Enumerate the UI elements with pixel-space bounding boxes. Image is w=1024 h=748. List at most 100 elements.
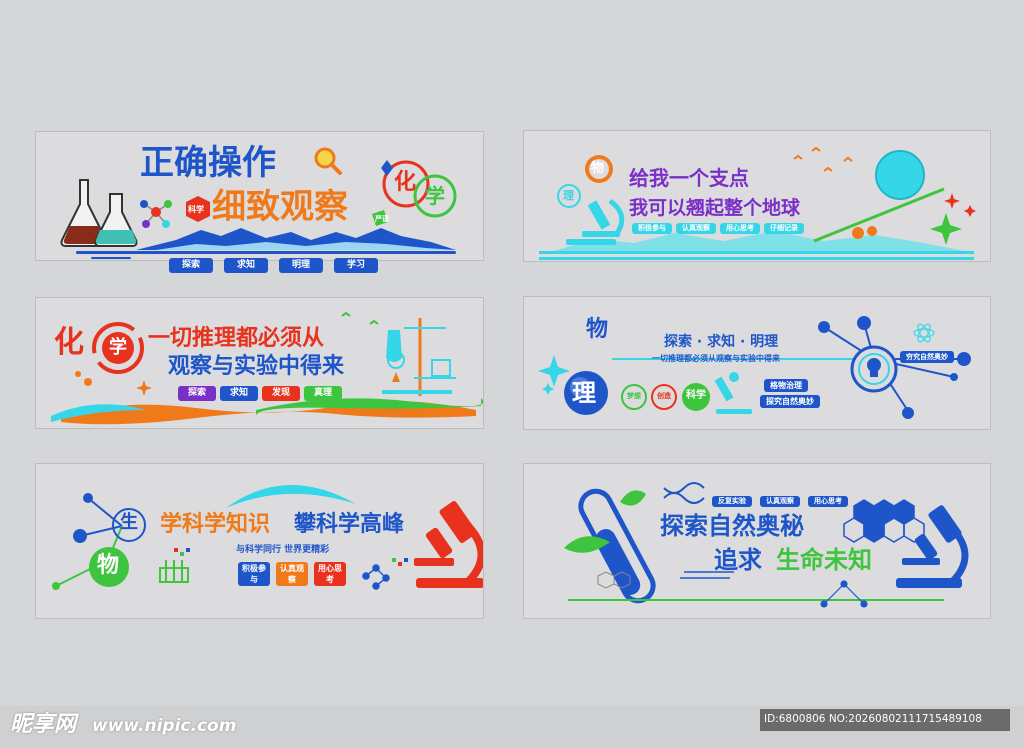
panel6-line1: 探索自然奥秘 [660,512,804,540]
mountain-light-shape [156,242,456,250]
microscope-icon [414,501,483,588]
panel-chemistry-reasoning: 化 学 一切推理都必须从 观察与实验中得来 探索 求知 发现 真理 [35,297,484,429]
panel-chemistry-careful-operation: 正确操作 细致观察 化 学 科学 严谨 [35,131,484,261]
circle-hua [382,160,430,208]
panel1-graphics [60,147,457,259]
panel5-box-3: 用心思考 [314,562,346,586]
footer-id-box [760,709,1010,731]
panel4-li-text: 理 [572,379,596,407]
panel5-box-2: 认真观察 [276,562,308,586]
panel1-pill-xuexi: 学习 [334,258,378,273]
gear-icon [852,227,864,239]
panel5-sheng-text: 生 [120,512,138,533]
panel-physics-lever: 物 理 给我一个支点 我可以翘起整个地球 积极参与 认真观察 用心思考 仔细记录 [523,130,991,262]
microscope-icon [714,372,752,414]
panel4-graphics [538,316,971,419]
lab-stand-icon [382,318,456,396]
bird-icon [823,166,833,172]
panel5-line1a: 学科学知识 [160,512,271,537]
arc-shape [226,484,356,508]
hexagon-outline [597,571,615,589]
panel-physics-explore: 物 理 探索 · 求知 · 明理 一切推理都必须从观察与实验中得来 梦想 创造 … [523,296,991,430]
atom-icon [913,323,935,343]
microscope-icon [896,505,969,588]
sparkle-icon [944,193,960,209]
earth-circle [875,150,925,200]
panel2-li-text: 理 [563,189,574,202]
panel-biology-knowledge: 生 物 学科学知识 攀科学高峰 与科学同行 世界更精彩 积极参与 认真观察 用心… [35,463,484,619]
panel3-xue-text: 学 [109,337,127,358]
bird-icon [793,154,803,160]
node-dot [52,582,60,590]
panel3-pill-3: 发现 [262,386,300,401]
magnifier-icon [314,147,342,175]
panel5-box-1: 积极参与 [238,562,270,586]
panel3-pill-4: 真理 [304,386,342,401]
node-dot [818,321,830,333]
bird-icon [369,319,379,325]
panel2-line1: 给我一个支点 [629,166,749,190]
bird-icon [811,146,821,152]
footer-id: ID:6800806 NO:20260802111715489108 [764,713,982,725]
watermark-footer: 昵享网 www.nipic.com ID:6800806 NO:20260802… [0,706,1024,748]
node-dot [902,407,914,419]
leaf-icon [620,490,646,506]
panel2-pill-4: 仔细记录 [764,223,804,234]
circle-xue [102,332,134,364]
panel-biology-nature: 反复实验 认真观察 用心思考 探索自然奥秘 追求 生命未知 [523,463,991,619]
panel5-wu-text: 物 [97,553,120,578]
panel6-graphics [564,482,969,608]
panel3-pill-1: 探索 [178,386,216,401]
gear-icon [585,155,613,183]
panel5-line1b: 攀科学高峰 [294,512,405,537]
panel3-pill-2: 求知 [220,386,258,401]
circle-xue [413,174,457,218]
node-dot [857,316,871,330]
panel6-line2a: 追求 [714,546,762,574]
panel2-line2: 我可以翘起整个地球 [629,197,801,219]
circle-kexue [682,383,710,411]
node-dot [950,373,958,381]
panel6-pill-2: 认真观察 [760,496,800,507]
flame-icon [392,372,400,382]
circle-li [557,184,581,208]
molecule-icon [362,564,390,590]
sparkle-icon [964,205,976,217]
panel4-wu-text: 物 [586,317,609,342]
panel2-pill-3: 用心思考 [720,223,760,234]
panel1-pill-mingli: 明理 [279,258,323,273]
panel1-hex-label: 科学 [188,205,204,214]
footer-logo: 昵享网 [10,712,77,737]
hexagon-grid [843,499,925,543]
panel4-mid-label-2: 探究自然奥妙 [760,395,820,408]
panel3-line2: 观察与实验中得来 [168,354,345,379]
panel6-pill-3: 用心思考 [808,496,848,507]
node-dot [957,352,971,366]
panel1-pill-qiuzhi: 求知 [224,258,268,273]
node-dot [83,493,93,503]
test-tube-icon [578,488,656,604]
wave-shape [51,404,146,422]
panel2-pill-2: 认真观察 [676,223,716,234]
panel3-hua-text: 化 [54,325,84,360]
panel3-graphics [51,311,483,425]
test-tube-rack-icon [159,560,189,583]
flask-icon [387,351,405,369]
panel1-title-bottom: 细致观察 [212,187,348,227]
wave-shape [256,398,483,416]
circle-mengxiang [621,384,647,410]
panel5-graphics [52,484,483,590]
gear-icon [867,226,877,236]
panel1-pill-tansuo: 探索 [169,258,213,273]
bird-icon [843,156,853,162]
circle-wu [89,547,129,587]
molecule-icon [820,580,868,608]
panel5-subline: 与科学同行 世界更精彩 [236,545,330,555]
pixel-decoration [174,548,408,566]
sparkle-icon [538,355,570,387]
microscope-icon [566,198,625,245]
panel2-pill-1: 积极参与 [632,223,672,234]
footer-url: www.nipic.com [92,716,237,736]
hexagon-badge-shape [186,196,210,222]
panel1-small-label: 严谨 [375,215,389,223]
